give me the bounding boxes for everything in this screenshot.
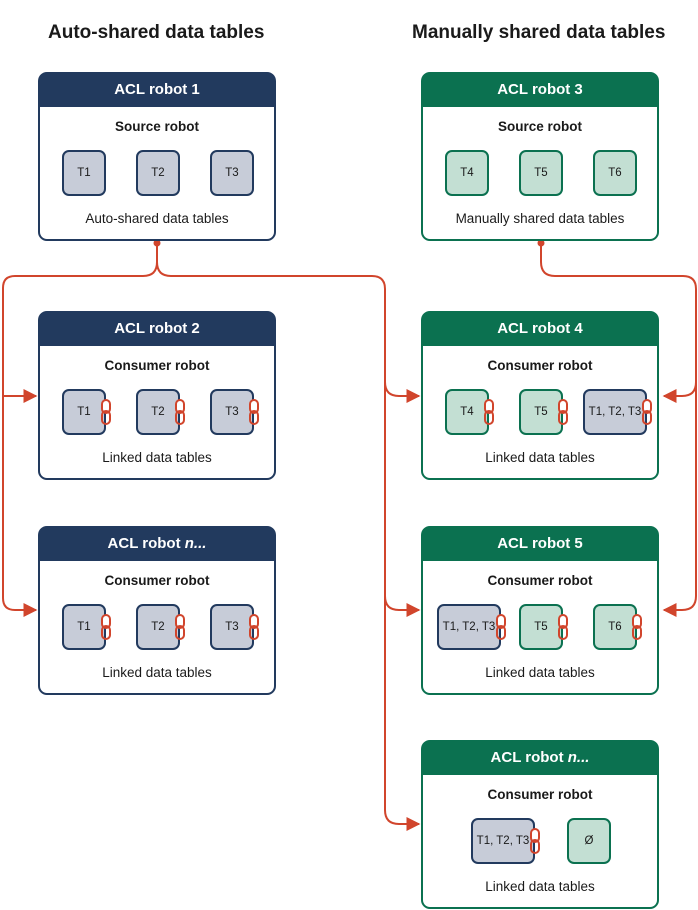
chain-link-icon [484, 399, 494, 425]
card-acl-robot-1: ACL robot 1 Source robot T1 T2 T3 Auto-s… [38, 72, 276, 241]
robot-role: Consumer robot [487, 358, 593, 373]
data-table-box-combined: T1, T2, T3 [583, 389, 647, 435]
card-caption: Linked data tables [485, 879, 595, 894]
chain-link-icon [558, 399, 568, 425]
card-title: ACL robot 4 [422, 312, 658, 346]
junction-dot-acl3 [537, 239, 545, 247]
data-table-box-combined: T1, T2, T3 [437, 604, 501, 650]
card-acl-robot-2: ACL robot 2 Consumer robot T1 T2 T3 Link… [38, 311, 276, 480]
card-caption: Linked data tables [102, 665, 212, 680]
data-table-box: T2 [136, 389, 180, 435]
manual-shared-section-title: Manually shared data tables [412, 22, 666, 43]
robot-role: Source robot [114, 119, 199, 134]
chain-link-icon [642, 399, 652, 425]
card-acl-robot-5: ACL robot 5 Consumer robot T1, T2, T3 T5… [421, 526, 659, 695]
card-title: ACL robot 1 [39, 73, 275, 107]
card-acl-robot-4: ACL robot 4 Consumer robot T4 T5 T1, T2,… [421, 311, 659, 480]
data-table-box: T4 [445, 389, 489, 435]
card-caption: Manually shared data tables [455, 211, 625, 226]
data-table-box: T3 [210, 150, 254, 196]
card-title: ACL robot n... [422, 741, 658, 775]
data-table-box: T1 [62, 604, 106, 650]
card-acl-robot-3: ACL robot 3 Source robot T4 T5 T6 Manual… [421, 72, 659, 241]
card-title: ACL robot 3 [422, 73, 658, 107]
card-caption: Auto-shared data tables [85, 211, 229, 226]
junction-dot-acl1 [153, 239, 161, 247]
chain-link-icon [530, 828, 540, 854]
robot-role: Source robot [497, 119, 582, 134]
card-acl-robot-n-auto: ACL robot n... Consumer robot T1 T2 T3 L… [38, 526, 276, 695]
data-table-box: T3 [210, 389, 254, 435]
robot-role: Consumer robot [104, 573, 210, 588]
data-table-box: T2 [136, 150, 180, 196]
data-table-box: T6 [593, 150, 637, 196]
arrow-acl3-to-acl5 [662, 382, 697, 617]
chain-link-icon [249, 399, 259, 425]
chain-link-icon [101, 614, 111, 640]
auto-shared-section-title: Auto-shared data tables [48, 22, 265, 43]
robot-role: Consumer robot [104, 358, 210, 373]
data-table-box: T3 [210, 604, 254, 650]
arrow-acl1-to-acln-right [384, 596, 421, 831]
chain-link-icon [558, 614, 568, 640]
arrow-acl1-to-acl5 [384, 382, 421, 617]
data-table-box: T6 [593, 604, 637, 650]
card-title: ACL robot n... [39, 527, 275, 561]
chain-link-icon [175, 614, 185, 640]
data-table-box-empty: Ø [567, 818, 611, 864]
robot-role: Consumer robot [487, 787, 593, 802]
robot-role: Consumer robot [487, 573, 593, 588]
arrow-acl1-to-acln-left [2, 396, 38, 617]
chain-link-icon [249, 614, 259, 640]
data-table-box: T2 [136, 604, 180, 650]
data-table-box: T5 [519, 389, 563, 435]
data-table-box: T4 [445, 150, 489, 196]
card-title: ACL robot 5 [422, 527, 658, 561]
chain-link-icon [175, 399, 185, 425]
card-caption: Linked data tables [485, 450, 595, 465]
card-caption: Linked data tables [102, 450, 212, 465]
data-table-box-combined: T1, T2, T3 [471, 818, 535, 864]
chain-link-icon [496, 614, 506, 640]
chain-link-icon [101, 399, 111, 425]
chain-link-icon [632, 614, 642, 640]
card-title: ACL robot 2 [39, 312, 275, 346]
arrow-acl3-to-acl4 [540, 242, 697, 403]
arrow-acl1-to-acl4 [156, 261, 421, 403]
data-table-box: T1 [62, 389, 106, 435]
card-acl-robot-n-manual: ACL robot n... Consumer robot T1, T2, T3… [421, 740, 659, 909]
data-table-box: T1 [62, 150, 106, 196]
data-table-box: T5 [519, 604, 563, 650]
card-caption: Linked data tables [485, 665, 595, 680]
data-table-box: T5 [519, 150, 563, 196]
arrow-acl1-to-acl2 [2, 242, 158, 403]
